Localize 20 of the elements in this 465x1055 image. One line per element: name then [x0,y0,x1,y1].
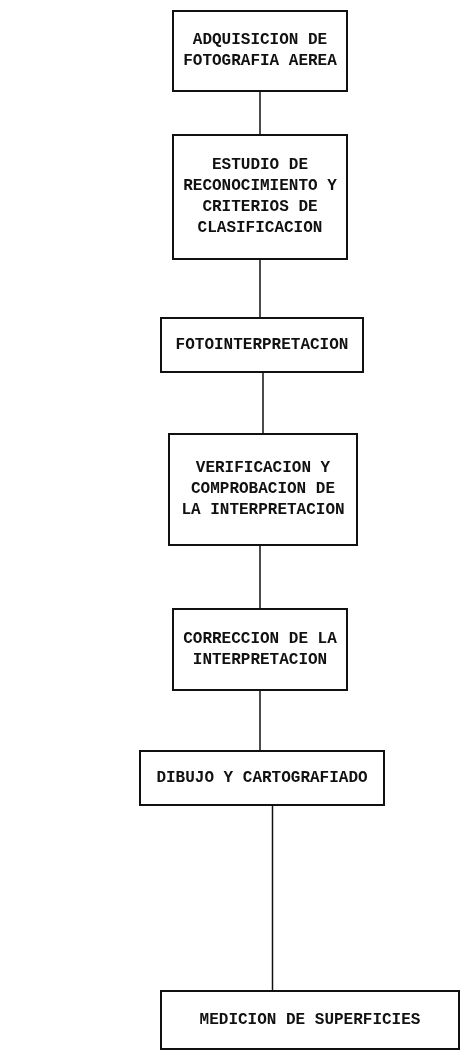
process-box [168,433,358,546]
box-label: CORRECCION DE LA INTERPRETACION [182,628,338,671]
process-box [139,750,385,806]
box-label: VERIFICACION Y COMPROBACION DE LA INTERPRETACION [180,458,346,521]
process-box [160,317,364,373]
process-box [172,608,348,691]
box-label: ADQUISICION DE FOTOGRAFIA AEREA [182,30,338,72]
process-box [172,10,348,92]
box-label: MEDICION DE SUPERFICIES [199,1009,421,1031]
connector-line [259,690,261,751]
box-label: ESTUDIO DE RECONOCIMIENTO Y CRITERIOS DE CLASIFICACION [182,155,338,239]
connector-line [259,91,261,135]
box-label: DIBUJO Y CARTOGRAFIADO [156,767,368,789]
process-box [172,134,348,260]
box-label: FOTOINTERPRETACION [175,334,349,356]
process-box [160,990,460,1050]
connector-line [271,805,274,991]
connector-line [262,372,264,434]
connector-line [259,545,261,609]
connector-line [259,259,261,318]
